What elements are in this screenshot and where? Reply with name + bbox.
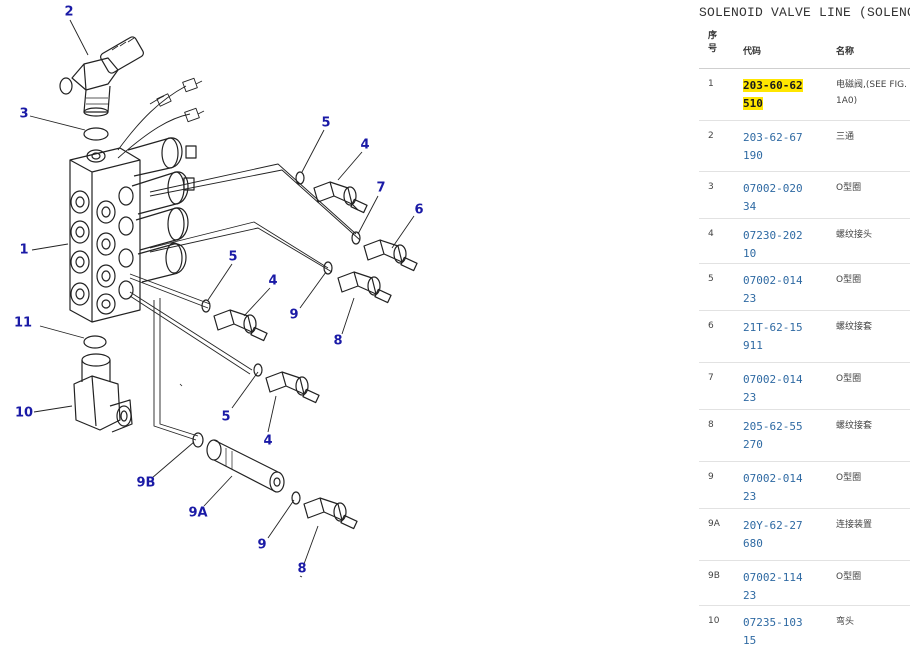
callout-7[interactable]: 7 xyxy=(376,180,386,196)
part-code-link[interactable]: 205-62-55270 xyxy=(743,420,803,451)
part-code-link[interactable]: 20Y-62-27680 xyxy=(743,519,803,550)
o-ring-11-part xyxy=(83,335,107,349)
callout-10[interactable]: 10 xyxy=(14,405,34,421)
table-row: 3 07002-02034 O型圈 xyxy=(699,172,910,219)
part-code-link[interactable]: 203-60-62510 xyxy=(743,77,803,113)
row-part-name: O型圈 xyxy=(836,473,862,483)
callout-11[interactable]: 11 xyxy=(13,315,33,331)
row-part-name: O型圈 xyxy=(836,374,862,384)
small-o-rings xyxy=(192,171,361,505)
row-seq: 1 xyxy=(708,79,714,89)
callout-4[interactable]: 4 xyxy=(360,137,370,153)
row-seq: 9B xyxy=(708,571,720,581)
row-part-name: O型圈 xyxy=(836,183,862,193)
row-seq: 8 xyxy=(708,420,714,430)
callout-3[interactable]: 3 xyxy=(19,106,29,122)
part-code-link[interactable]: 203-62-67190 xyxy=(743,131,803,162)
row-seq: 3 xyxy=(708,182,714,192)
row-seq: 6 xyxy=(708,321,714,331)
row-part-name: O型圈 xyxy=(836,275,862,285)
table-row: 7 07002-01423 O型圈 xyxy=(699,363,910,410)
row-part-name: 螺纹接套 xyxy=(836,322,873,332)
callout-8b[interactable]: 8 xyxy=(297,561,307,577)
leader-lines xyxy=(29,19,415,565)
exploded-view-drawing xyxy=(29,19,418,578)
table-row: 6 21T-62-15911 螺纹接套 xyxy=(699,311,910,363)
row-seq: 4 xyxy=(708,229,714,239)
part-code-link[interactable]: 07235-10315 xyxy=(743,616,803,645)
row-part-name: 电磁阀,(SEE FIG. 01A0) xyxy=(836,80,910,106)
table-row: 9 07002-01423 O型圈 xyxy=(699,462,910,509)
row-part-name: 三通 xyxy=(836,132,855,142)
hose-lines xyxy=(129,163,361,441)
row-part-name: O型圈 xyxy=(836,572,862,582)
part-code-link[interactable]: 07002-01423 xyxy=(743,274,803,305)
row-seq: 5 xyxy=(708,274,714,284)
callout-4b[interactable]: 4 xyxy=(268,273,278,289)
row-part-name: 螺纹接头 xyxy=(836,230,873,240)
table-row: 9A 20Y-62-27680 连接装置 xyxy=(699,509,910,561)
part-code-link[interactable]: 07230-20210 xyxy=(743,229,803,260)
part-code-link[interactable]: 07002-02034 xyxy=(743,182,803,213)
threaded-fittings xyxy=(213,181,418,530)
page-title: SOLENOID VALVE LINE (SOLENOID VALVE LINE… xyxy=(699,5,910,20)
table-row: 8 205-62-55270 螺纹接套 xyxy=(699,410,910,462)
row-part-name: 弯头 xyxy=(836,617,855,627)
callout-1[interactable]: 1 xyxy=(19,242,29,258)
wire-harness-part xyxy=(117,77,205,159)
column-header-seq: 序号 xyxy=(708,31,718,54)
callout-2[interactable]: 2 xyxy=(64,4,74,20)
part-code-link[interactable]: 07002-01423 xyxy=(743,472,803,503)
callout-6[interactable]: 6 xyxy=(414,202,424,218)
callout-9b[interactable]: 9B xyxy=(136,475,156,491)
table-row: 10 07235-10315 弯头 xyxy=(699,606,910,645)
parts-table-header: 序号 代码 名称 xyxy=(699,30,910,69)
row-seq: 7 xyxy=(708,373,714,383)
part-code-link[interactable]: 07002-11423 xyxy=(743,571,803,602)
row-part-name: 螺纹接套 xyxy=(836,421,873,431)
row-seq: 2 xyxy=(708,131,714,141)
table-row: 5 07002-01423 O型圈 xyxy=(699,264,910,311)
callout-5c[interactable]: 5 xyxy=(221,409,231,425)
row-seq: 9A xyxy=(708,519,720,529)
row-seq: 10 xyxy=(708,616,720,626)
column-header-name: 名称 xyxy=(836,47,855,57)
part-code-link[interactable]: 21T-62-15911 xyxy=(743,321,803,352)
callout-4c[interactable]: 4 xyxy=(263,433,273,449)
tee-fitting-part xyxy=(59,36,144,117)
row-seq: 9 xyxy=(708,472,714,482)
table-row: 1 203-60-62510 电磁阀,(SEE FIG. 01A0) xyxy=(699,69,910,121)
part-code-link[interactable]: 07002-01423 xyxy=(743,373,803,404)
o-ring-3-part xyxy=(83,127,109,141)
parts-table-body: 1 203-60-62510 电磁阀,(SEE FIG. 01A0) 2 203… xyxy=(699,69,910,645)
callout-9c[interactable]: 9 xyxy=(257,537,267,553)
table-row: 4 07230-20210 螺纹接头 xyxy=(699,219,910,264)
elbow-part xyxy=(73,353,133,433)
parts-list-panel: SOLENOID VALVE LINE (SOLENOID VALVE LINE… xyxy=(690,0,910,645)
callout-5b[interactable]: 5 xyxy=(228,249,238,265)
callout-5[interactable]: 5 xyxy=(321,115,331,131)
connector-9a-part xyxy=(206,439,285,493)
callout-9[interactable]: 9 xyxy=(289,307,299,323)
solenoid-valve-block-part xyxy=(69,137,197,323)
table-row: 9B 07002-11423 O型圈 xyxy=(699,561,910,606)
parts-diagram: 2 3 1 11 10 5 4 7 6 5 4 9 8 5 4 9B 9A 9 … xyxy=(13,4,424,578)
callout-8[interactable]: 8 xyxy=(333,333,343,349)
column-header-code: 代码 xyxy=(743,47,762,57)
row-part-name: 连接装置 xyxy=(836,520,873,530)
callout-9a[interactable]: 9A xyxy=(188,505,208,521)
table-row: 2 203-62-67190 三通 xyxy=(699,121,910,172)
part-code-highlight: 203-60-62510 xyxy=(743,79,803,110)
